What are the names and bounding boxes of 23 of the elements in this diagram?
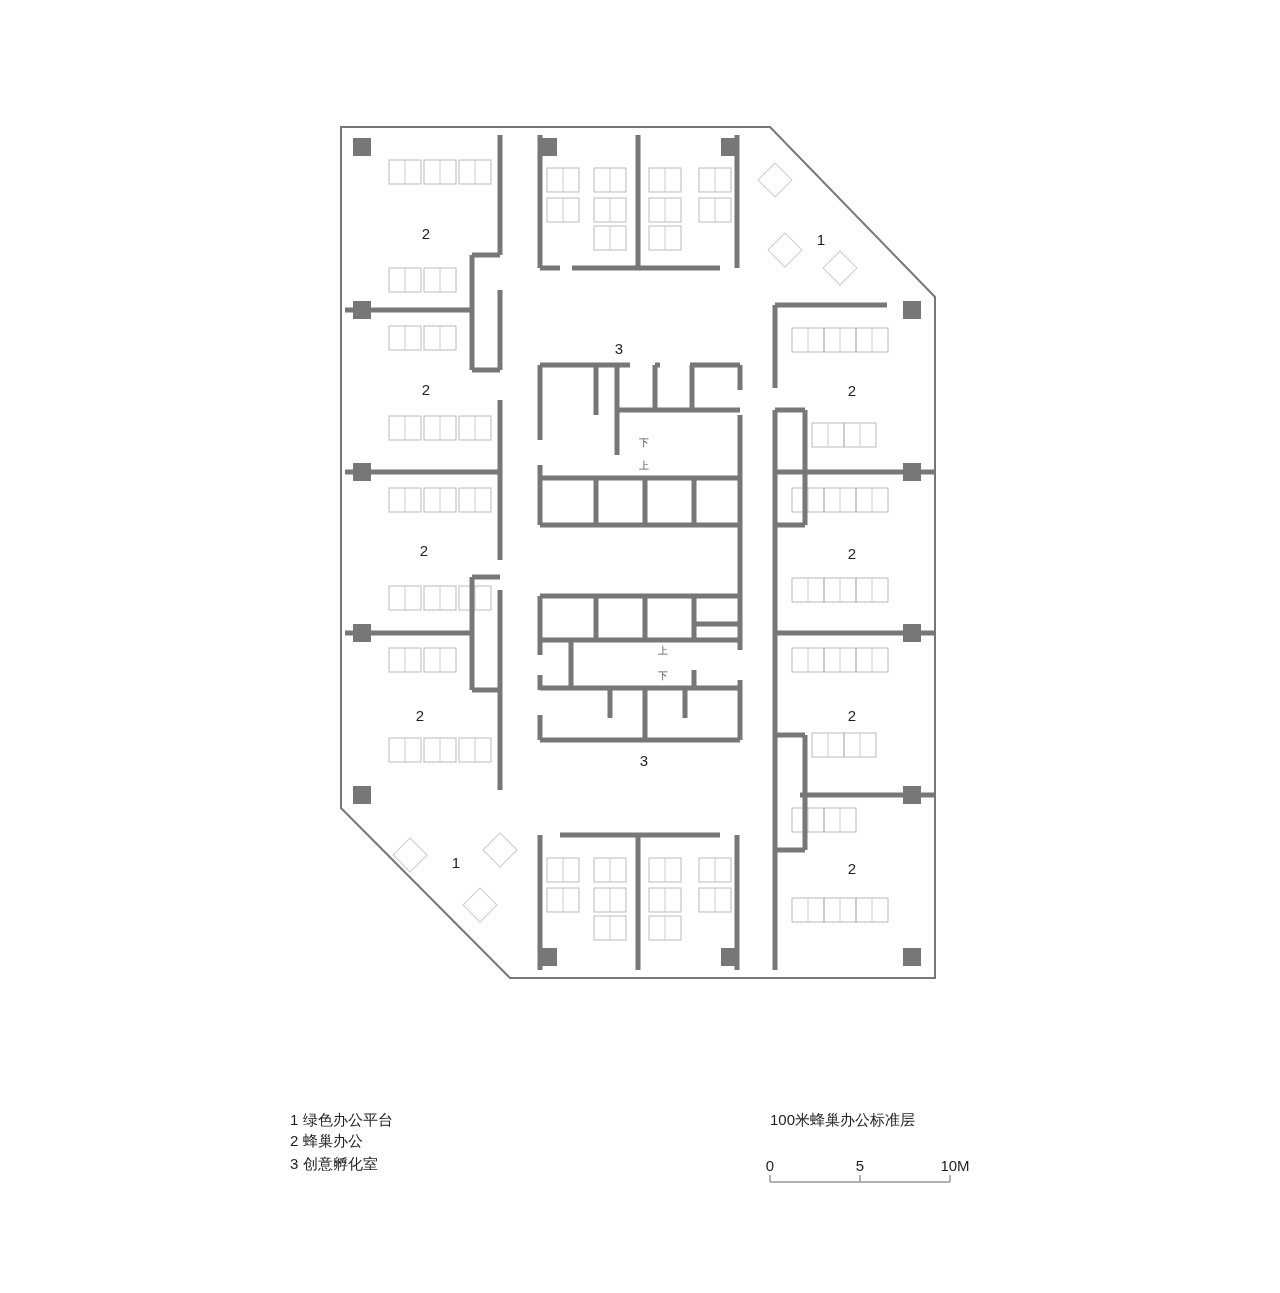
- room-number: 3: [639, 752, 649, 770]
- room-number: 2: [847, 860, 857, 878]
- room-number: 1: [451, 854, 461, 872]
- stair-label: 上: [639, 460, 649, 472]
- room-number: 3: [614, 340, 624, 358]
- legend-item: 2 蜂巢办公: [290, 1132, 363, 1150]
- scale-label: 0: [765, 1157, 775, 1175]
- room-number: 2: [847, 545, 857, 563]
- room-number: 1: [816, 231, 826, 249]
- room-number: 2: [415, 707, 425, 725]
- scale-label: 5: [855, 1157, 865, 1175]
- stair-label: 下: [658, 670, 668, 682]
- room-number: 2: [847, 707, 857, 725]
- room-number: 2: [421, 225, 431, 243]
- stair-label: 上: [658, 645, 668, 657]
- legend-item: 3 创意孵化室: [290, 1155, 378, 1173]
- room-number: 2: [421, 381, 431, 399]
- room-number: 2: [419, 542, 429, 560]
- room-number: 2: [847, 382, 857, 400]
- plan-title: 100米蜂巢办公标准层: [770, 1111, 916, 1129]
- scale-label: 10M: [940, 1157, 970, 1175]
- stair-label: 下: [639, 437, 649, 449]
- legend-item: 1 绿色办公平台: [290, 1111, 393, 1129]
